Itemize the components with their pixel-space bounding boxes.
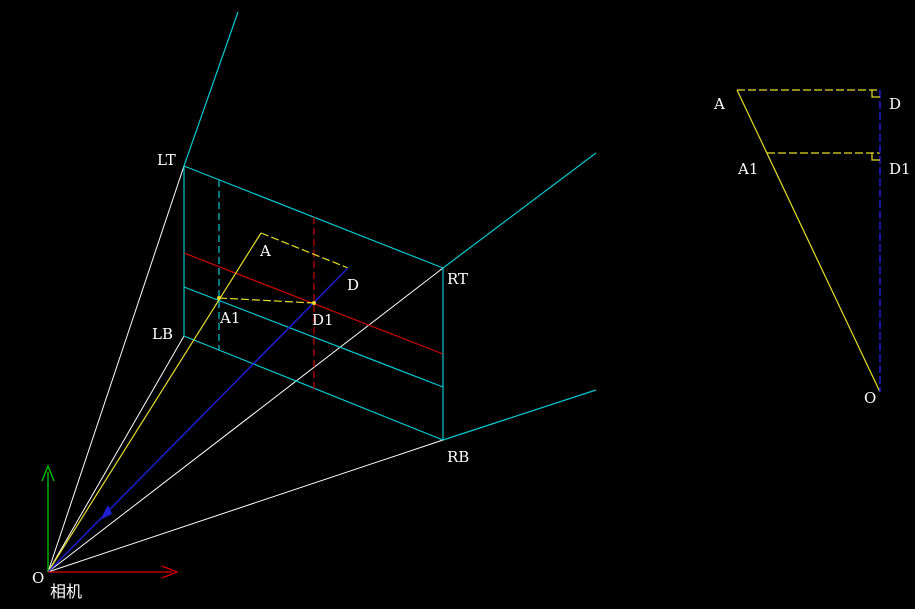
side-label-d: D (889, 95, 901, 113)
side-view: A A1 D D1 O (713, 89, 911, 407)
plane-horizontal-a1 (183, 286, 444, 388)
frustum-edge-lt (183, 11, 239, 167)
label-lt: LT (157, 151, 176, 169)
right-angle-mark-d1 (871, 153, 880, 161)
side-label-a: A (713, 95, 725, 113)
camera-axis-arrow-icon (100, 505, 112, 520)
label-camera: 相机 (50, 582, 82, 601)
ray-o-to-a (47, 232, 262, 573)
ray-to-lt (47, 165, 185, 573)
right-angle-mark-d (871, 90, 880, 98)
label-d: D (347, 276, 359, 294)
label-rt: RT (447, 270, 468, 288)
frustum-edge-rb (442, 389, 597, 441)
ray-to-rt (47, 267, 444, 573)
image-plane (183, 165, 444, 441)
point-d1 (312, 301, 316, 305)
label-a1: A1 (219, 309, 240, 327)
label-rb: RB (447, 448, 469, 466)
side-label-o: O (864, 389, 876, 407)
axis-x-arrow-icon (161, 565, 179, 579)
line-a-to-d (260, 232, 349, 269)
point-a1 (217, 296, 221, 300)
side-label-d1: D1 (889, 160, 911, 178)
line-a1-to-d1 (218, 297, 315, 304)
label-a: A (259, 242, 271, 260)
label-d1: D1 (312, 311, 334, 329)
label-lb: LB (152, 325, 173, 343)
side-label-a1: A1 (737, 160, 758, 178)
axis-y-arrow-icon (41, 464, 55, 482)
ray-to-rb (47, 439, 444, 573)
label-origin: O (32, 569, 44, 587)
frustum-edge-rt (442, 152, 597, 269)
camera-axis (47, 267, 349, 573)
frustum-view: LT LB RT RB A A1 D D1 O 相机 (32, 11, 597, 601)
side-ray-o-to-a (736, 89, 881, 393)
ray-to-lb (47, 335, 185, 573)
